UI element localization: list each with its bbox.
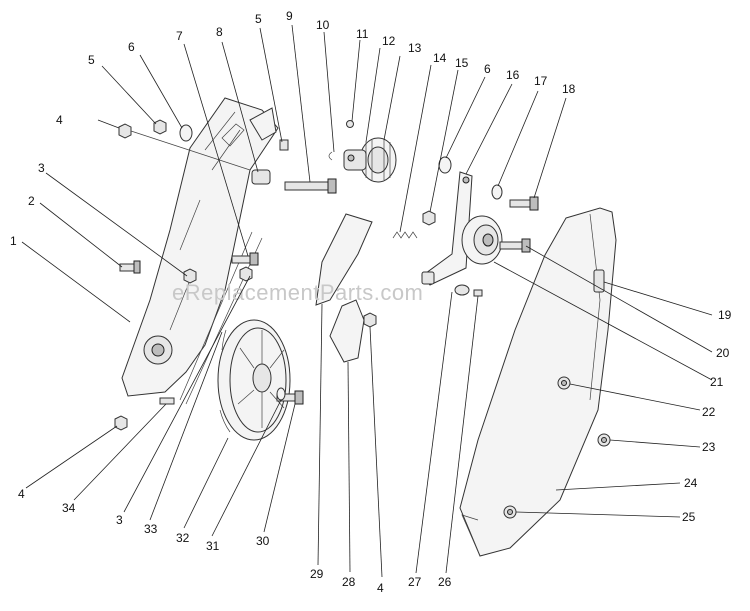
bolt-9 [284,178,337,194]
callout-21: 21 [710,375,724,389]
bushing [251,169,271,185]
callout-25: 25 [682,510,696,524]
callout-34: 34 [62,501,76,515]
washer-17 [491,184,503,200]
callout-17: 17 [534,74,548,88]
idler-pulley-top [343,137,397,183]
bracket-28 [329,299,365,363]
callout-26: 26 [438,575,452,589]
callout-33: 33 [144,522,158,536]
screw-11 [346,120,354,128]
cover-inner-edge [461,213,601,557]
callout-3-upper: 3 [38,161,45,175]
callout-9: 9 [286,9,293,23]
clip-10 [328,151,333,161]
bolt-22 [557,376,571,390]
spacer-27b [454,284,470,296]
callout-19: 19 [718,308,732,322]
callout-18: 18 [562,82,576,96]
nut-5-upper [153,119,167,135]
callout-20: 20 [716,346,730,360]
nut-3-lower [239,266,253,282]
belt-housing-inner-edge [169,111,241,331]
callout-1: 1 [10,234,17,248]
nut-4-upper [118,123,132,139]
nut-4-center [363,312,377,328]
pin-5 [279,139,289,151]
housing-hub-inner [151,343,165,357]
nut-3-upper [183,268,197,284]
callout-15: 15 [455,56,469,70]
callout-3-lower: 3 [116,513,123,527]
callout-7: 7 [176,29,183,43]
callout-13: 13 [408,41,422,55]
callout-5-left: 5 [88,53,95,67]
callout-10: 10 [316,18,330,32]
callout-28: 28 [342,575,356,589]
callout-11: 11 [356,27,369,41]
callout-31: 31 [206,539,220,553]
belt-cover-right [459,207,617,557]
nut-4-lower [114,415,128,431]
callout-6-right: 6 [484,62,491,76]
bolt-7 [231,252,259,266]
spacer-27 [421,271,435,285]
top-bracket [249,107,277,141]
drive-pulley [217,319,291,441]
callout-29: 29 [310,567,324,581]
washer-6-right [438,156,452,174]
callout-27: 27 [408,575,422,589]
callout-23: 23 [702,440,716,454]
callout-4-upper: 4 [56,113,63,127]
callout-2: 2 [28,194,35,208]
bolt-18 [509,196,539,211]
nut-15 [422,210,436,226]
callout-8: 8 [216,25,223,39]
watermark: eReplacementParts.com [172,280,423,305]
callout-16: 16 [506,68,520,82]
part-drawings [114,97,617,557]
washer-31 [276,387,286,401]
pin-26 [473,289,483,297]
callout-24: 24 [684,476,698,490]
callout-labels: 5 6 7 8 5 9 10 11 12 13 14 15 6 16 17 18… [10,9,732,595]
bolt-25 [503,505,517,519]
bolt-2 [119,260,141,274]
callout-6-left: 6 [128,40,135,54]
callout-4-center: 4 [377,581,384,595]
callout-12: 12 [382,34,396,48]
housing-slot [221,123,245,147]
callout-22: 22 [702,405,716,419]
idler-arm [421,171,473,286]
idler-pulley [461,215,503,265]
spring-14 [392,231,418,239]
callout-30: 30 [256,534,270,548]
bolt-20 [499,238,531,253]
leader-lines [21,24,713,578]
belt-guide [315,213,373,306]
callout-32: 32 [176,531,190,545]
nut-23 [597,433,611,447]
bolt-30 [276,390,304,405]
arm-hole-top [462,176,470,184]
callout-14: 14 [433,51,447,65]
callout-4-lower: 4 [18,487,25,501]
washer-6-upper [179,124,193,142]
bolt-34-body [159,397,175,405]
cover-slot [593,269,605,293]
callout-5-top: 5 [255,12,262,26]
